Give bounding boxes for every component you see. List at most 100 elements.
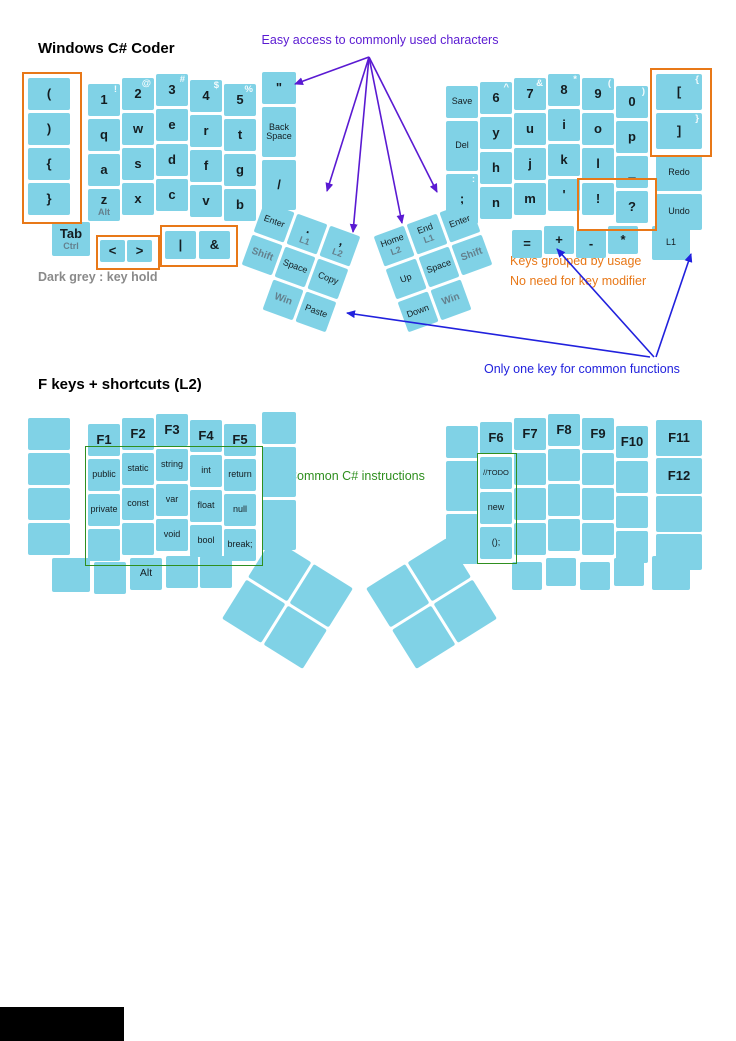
key-parens-semicolon: (); [480, 527, 512, 559]
highlight-angle-brackets [96, 235, 160, 270]
key-new: new [480, 492, 512, 524]
key-blank [652, 556, 690, 590]
key-label: t [237, 127, 243, 143]
key-label: Redo [668, 167, 690, 178]
key-label: void [163, 529, 181, 540]
key-label: f [203, 158, 209, 174]
key-hold-label: L1 [297, 234, 312, 248]
key-f2: F2 [122, 418, 154, 450]
key-label: Win [272, 290, 294, 308]
key-label: , [337, 233, 346, 249]
key-hold-label: L1 [421, 232, 436, 246]
key-shift-label: ^ [503, 82, 509, 93]
key-label: 7 [526, 86, 534, 102]
key-public: public [88, 459, 120, 491]
key-6: 6^ [480, 82, 512, 114]
page-corner-black-bar [0, 1007, 124, 1041]
key-w: w [122, 113, 154, 145]
key-label: Tab [59, 226, 83, 242]
key-label: Up [398, 271, 413, 285]
key-x: x [122, 183, 154, 215]
key-f3: F3 [156, 414, 188, 446]
key-label: break; [227, 539, 253, 550]
key-label: i [562, 117, 566, 133]
key-blank [28, 523, 70, 555]
key-j: j [514, 148, 546, 180]
main-layer-title: Windows C# Coder [38, 40, 175, 57]
key-label: F5 [232, 432, 248, 448]
key-label: F1 [96, 432, 112, 448]
key-label: = [523, 236, 531, 252]
key-label: " [275, 80, 283, 96]
key-label: b [236, 197, 244, 213]
key-blank [616, 461, 648, 493]
key-label: g [236, 162, 244, 178]
key-label: a [100, 162, 108, 178]
key-label: 0 [628, 94, 636, 110]
key-label: r [203, 123, 209, 139]
key-label: & [209, 237, 220, 253]
key-shift-label: @ [141, 78, 151, 89]
key-backspace: Back Space [262, 107, 296, 157]
key-i: i [548, 109, 580, 141]
key-label: q [100, 127, 108, 143]
key-blank [262, 447, 296, 497]
key-label: v [202, 193, 210, 209]
key-void: void [156, 519, 188, 551]
key-label: _ [628, 164, 636, 180]
key-0: 0) [616, 86, 648, 118]
key-blank [616, 531, 648, 563]
key-label: w [132, 121, 144, 137]
key-win: Win [430, 279, 472, 321]
key-blank [28, 488, 70, 520]
key-blank [580, 562, 610, 590]
key-shift-label: ! [113, 84, 117, 95]
key-label: 8 [560, 82, 568, 98]
highlight-square-brackets [650, 68, 712, 157]
key-5: 5% [224, 84, 256, 116]
key-l: l [582, 148, 614, 180]
key-d: d [156, 144, 188, 176]
key-blank [514, 523, 546, 555]
key-f1: F1 [88, 424, 120, 456]
key-null: null [224, 494, 256, 526]
key-label: ; [459, 191, 465, 207]
key-label: s [134, 156, 142, 172]
key-blank [514, 488, 546, 520]
key-shift-label: { [695, 74, 699, 85]
key-label: F8 [556, 422, 572, 438]
key-label: 1 [100, 92, 108, 108]
key-label: F2 [130, 426, 146, 442]
key-label: < [108, 243, 117, 259]
annotation-easy-access: Easy access to commonly used characters [261, 33, 499, 47]
key-label: (); [491, 537, 501, 548]
highlight-pipe-ampersand [160, 225, 238, 267]
key-hold-label: L2 [389, 244, 403, 258]
key-o: o [582, 113, 614, 145]
key-label: - [588, 236, 594, 252]
key-e: e [156, 109, 188, 141]
key-label: Copy [316, 270, 340, 287]
key-minus: - [576, 230, 606, 258]
key-label: Del [455, 140, 469, 151]
key-label: const [127, 498, 149, 509]
key-label: n [492, 195, 500, 211]
key-redo: Redo [656, 155, 702, 191]
key-todo-comment: //TODO [480, 457, 512, 489]
key-8: 8* [548, 74, 580, 106]
key-shift-label: & [536, 78, 543, 89]
key-label: null [232, 504, 247, 515]
key-f10: F10 [616, 426, 648, 458]
key-label: new [487, 502, 505, 513]
key-label: / [277, 177, 281, 193]
key-blank [28, 418, 70, 450]
key-underscore: _ [616, 156, 648, 188]
key-blank [122, 523, 154, 555]
key-open-brace: { [28, 148, 70, 180]
key-label: F11 [668, 430, 690, 446]
key-blank [582, 523, 614, 555]
